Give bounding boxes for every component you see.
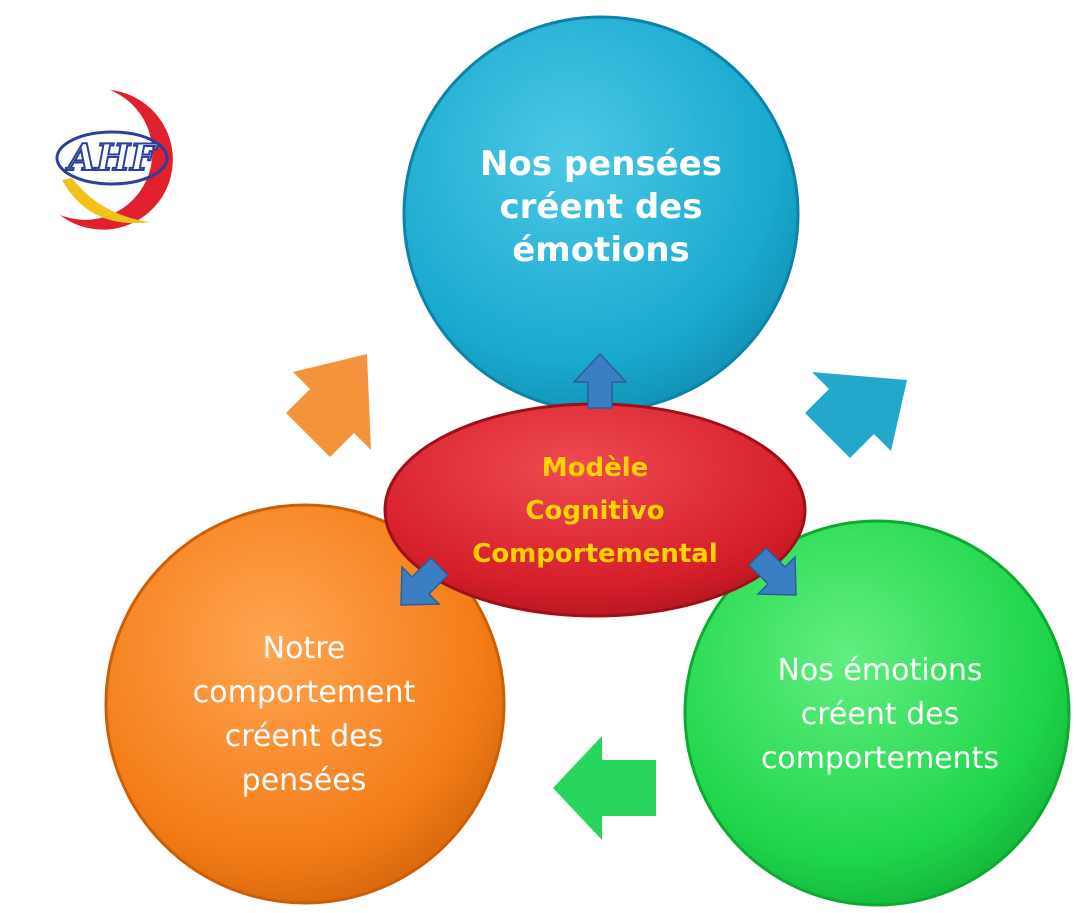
logo-text: AHF	[65, 137, 158, 179]
top-circle-label-line-1: Nos pensées	[480, 144, 722, 184]
left-circle-label-line-4: pensées	[242, 763, 367, 798]
logo-red-ring	[60, 90, 173, 230]
left-circle-label-line-2: comportement	[193, 675, 416, 710]
center-label-line-2: Cognitivo	[525, 496, 664, 526]
ahf-logo: AHF	[34, 72, 173, 244]
right-circle-label-line-1: Nos émotions	[777, 653, 982, 688]
center-label-line-1: Modèle	[542, 453, 649, 483]
top-circle-label-line-2: créent des	[500, 187, 703, 227]
small-arrow-down-left	[400, 556, 450, 606]
cyan-down-arrow	[805, 372, 907, 458]
green-left-arrow	[553, 736, 656, 840]
logo-inner-ellipse	[55, 130, 169, 186]
right-circle-label-line-2: créent des	[801, 697, 960, 732]
left-circle-label-line-1: Notre	[263, 631, 346, 666]
left-circle-label-line-3: créent des	[225, 719, 384, 754]
bottom-right-circle	[683, 519, 1071, 907]
logo-yellow-streak	[62, 178, 150, 224]
small-arrow-up	[572, 352, 628, 409]
right-circle-label-line-3: comportements	[761, 741, 999, 776]
top-circle-label-line-3: émotions	[512, 230, 690, 270]
orange-up-arrow	[286, 354, 371, 457]
center-label-line-3: Comportemental	[472, 539, 718, 569]
small-arrow-down-right	[747, 546, 797, 596]
